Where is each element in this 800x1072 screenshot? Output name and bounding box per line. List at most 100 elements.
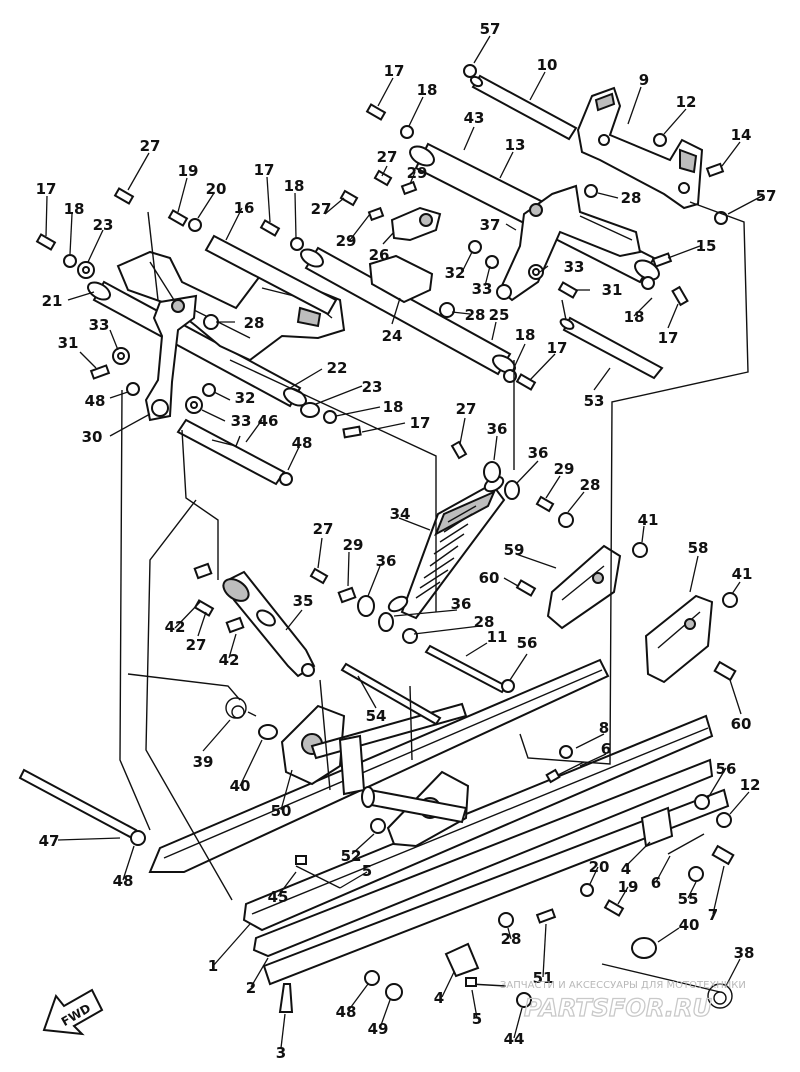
shaft-10 — [469, 74, 578, 141]
callout-label: 37 — [480, 216, 501, 234]
callout-label: 56 — [517, 634, 538, 652]
rod-47 — [18, 768, 138, 840]
callout-label: 31 — [58, 334, 79, 352]
callout-label: 1 — [208, 957, 218, 975]
callout-label: 15 — [696, 237, 717, 255]
callout-label: 17 — [658, 329, 679, 347]
callout-label: 30 — [82, 428, 103, 446]
callout-label: 17 — [384, 62, 405, 80]
cross-shaft-lower — [361, 786, 468, 824]
callout-label: 33 — [89, 316, 110, 334]
callout-label: 18 — [64, 200, 85, 218]
shaft-16 — [204, 234, 338, 316]
wheel-40-large — [631, 937, 657, 959]
callout-label: 13 — [505, 136, 526, 154]
callout-label: 11 — [487, 628, 508, 646]
callout-label: 3 — [276, 1044, 286, 1062]
callout-label: 41 — [638, 511, 659, 529]
callout-label: 47 — [39, 832, 60, 850]
callout-label: 46 — [258, 412, 279, 430]
callout-label: 48 — [336, 1003, 357, 1021]
callout-label: 10 — [537, 56, 558, 74]
callout-label: 27 — [456, 400, 477, 418]
callout-label: 14 — [731, 126, 752, 144]
callout-label: 57 — [756, 187, 777, 205]
callout-label: 27 — [377, 148, 398, 166]
shaft-53 — [559, 316, 664, 380]
callout-label: 44 — [504, 1030, 525, 1048]
callout-label: 18 — [383, 398, 404, 416]
callout-label: 8 — [599, 719, 609, 737]
callout-label: 6 — [651, 874, 661, 892]
callout-label: 27 — [186, 636, 207, 654]
callout-label: 29 — [336, 232, 357, 250]
forward-arrow-icon — [42, 988, 104, 1036]
callout-label: 19 — [178, 162, 199, 180]
slider-block-4b — [444, 942, 480, 978]
callout-label: 33 — [472, 280, 493, 298]
callout-label: 43 — [464, 109, 485, 127]
spring-39 — [127, 673, 257, 719]
callout-label: 36 — [528, 444, 549, 462]
callout-label: 29 — [407, 164, 428, 182]
callout-label: 42 — [219, 651, 240, 669]
shaft-46 — [176, 418, 286, 486]
callout-label: 57 — [480, 20, 501, 38]
watermark: ЗАПЧАСТИ И АКСЕССУАРЫ ДЛЯ МОТОТЕХНИКИ PA… — [500, 980, 746, 1023]
callout-label: 34 — [390, 505, 411, 523]
callout-label: 49 — [368, 1020, 389, 1038]
callout-label: 55 — [678, 890, 699, 908]
callout-label: 29 — [343, 536, 364, 554]
callout-label: 48 — [85, 392, 106, 410]
callout-label: 60 — [731, 715, 752, 733]
callout-label: 12 — [740, 776, 761, 794]
callout-labels: 57 10 17 18 9 43 12 14 13 27 29 28 57 27… — [36, 20, 777, 1062]
callout-label: 12 — [676, 93, 697, 111]
callout-label: 16 — [234, 199, 255, 217]
shock-absorber-35 — [222, 570, 316, 678]
callout-label: 53 — [584, 392, 605, 410]
callout-label: 18 — [284, 177, 305, 195]
callout-label: 4 — [434, 989, 444, 1007]
callout-label: 40 — [679, 916, 700, 934]
callout-label: 50 — [271, 802, 292, 820]
callout-label: 20 — [589, 858, 610, 876]
shock-absorber-34 — [387, 475, 506, 620]
watermark-logo: PARTSFOR.RU — [524, 994, 712, 1022]
callout-label: 32 — [445, 264, 466, 282]
callout-label: 35 — [293, 592, 314, 610]
callout-label: 6 — [601, 740, 611, 758]
bracket-26 — [368, 206, 442, 304]
shaft-24 — [300, 246, 516, 376]
callout-label: 28 — [501, 930, 522, 948]
callout-label: 36 — [487, 420, 508, 438]
callout-label: 24 — [382, 327, 403, 345]
callout-label: 28 — [244, 314, 265, 332]
callout-label: 17 — [547, 339, 568, 357]
callout-label: 38 — [734, 944, 755, 962]
bracket-9 — [576, 86, 704, 210]
callout-label: 52 — [341, 847, 362, 865]
callout-label: 25 — [489, 306, 510, 324]
callout-label: 42 — [165, 618, 186, 636]
callout-label: 19 — [618, 878, 639, 896]
callout-label: 41 — [732, 565, 753, 583]
callout-label: 28 — [580, 476, 601, 494]
callout-label: 32 — [235, 389, 256, 407]
callout-label: 27 — [140, 137, 161, 155]
callout-label: 60 — [479, 569, 500, 587]
callout-label: 17 — [254, 161, 275, 179]
slide-rail-left — [148, 658, 730, 986]
callout-label: 45 — [268, 888, 289, 906]
callout-label: 21 — [42, 292, 63, 310]
callout-label: 54 — [366, 707, 387, 725]
callout-label: 18 — [515, 326, 536, 344]
callout-label: 28 — [621, 189, 642, 207]
watermark-caption: ЗАПЧАСТИ И АКСЕССУАРЫ ДЛЯ МОТОТЕХНИКИ — [500, 980, 746, 991]
rear-pivot-assembly — [87, 234, 346, 486]
callout-label: 18 — [624, 308, 645, 326]
callout-label: 22 — [327, 359, 348, 377]
callout-label: 17 — [36, 180, 57, 198]
callout-label: 58 — [688, 539, 709, 557]
